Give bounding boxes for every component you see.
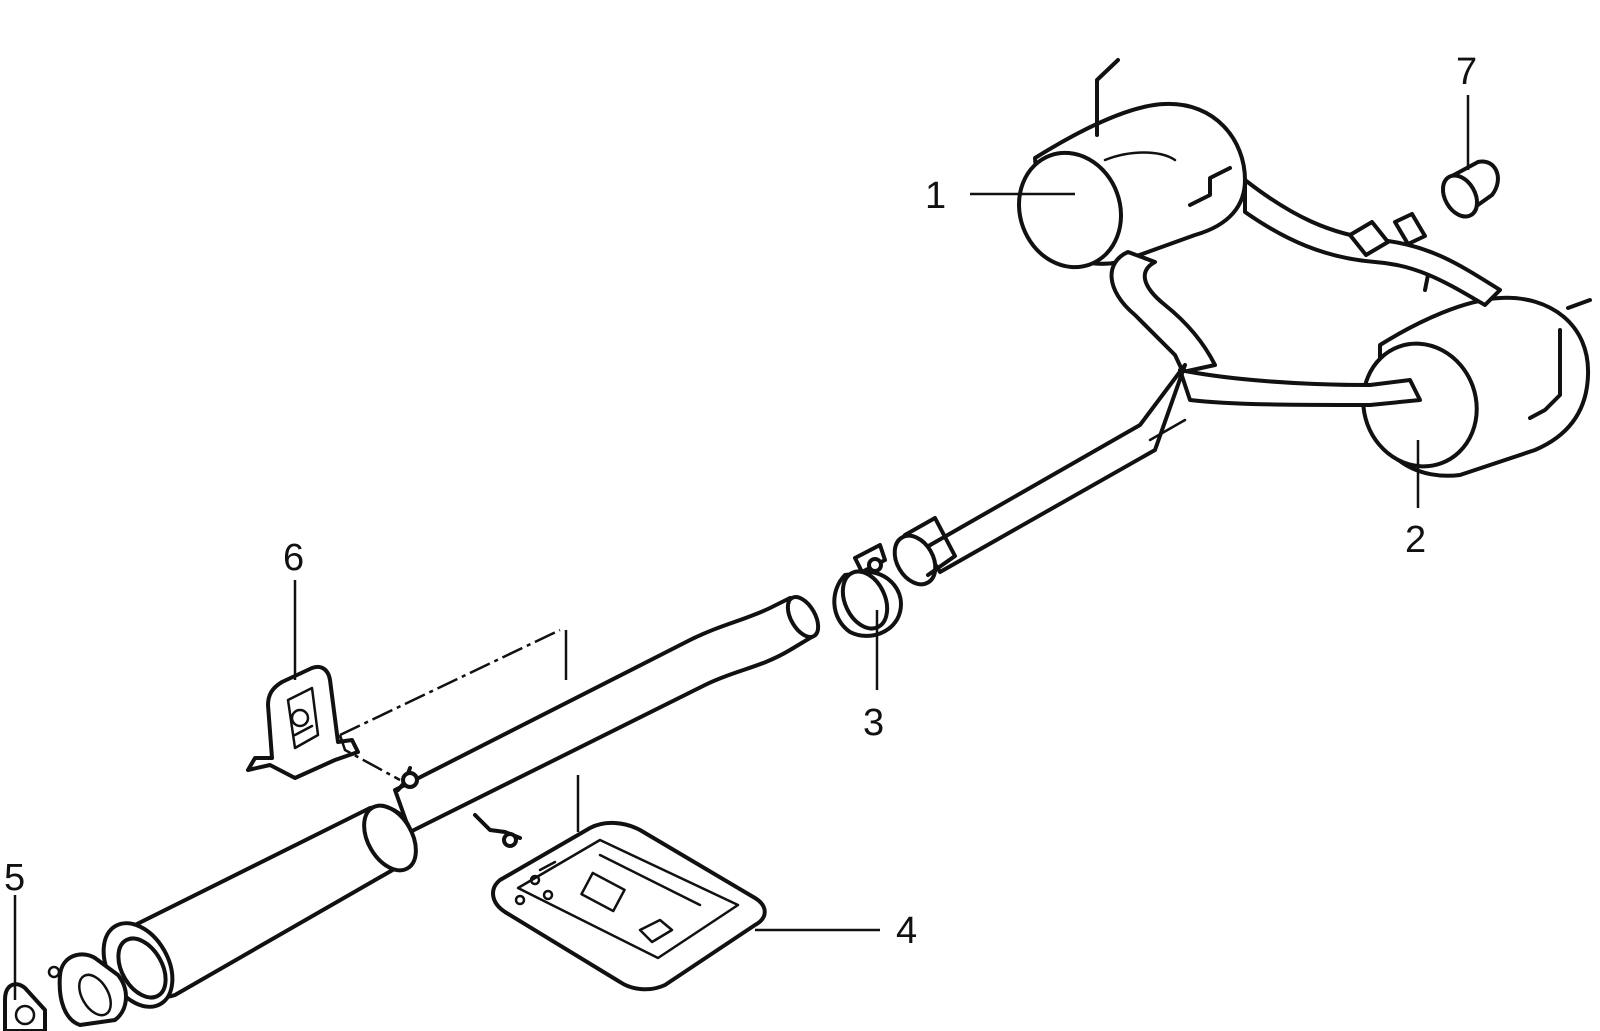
rear-muffler-left (1016, 58, 1247, 270)
callout-7: 7 (1456, 51, 1477, 93)
rear-muffler-assembly (892, 58, 1592, 587)
rear-muffler-right (1361, 295, 1592, 478)
callout-4: 4 (896, 910, 917, 952)
callout-5: 5 (4, 857, 25, 899)
callout-3: 3 (863, 702, 884, 744)
tail-pipe-finisher (1440, 159, 1500, 219)
front-inlet-flange (47, 952, 128, 1027)
callout-6: 6 (283, 537, 304, 579)
heat-shield (491, 821, 767, 992)
callout-2: 2 (1405, 519, 1426, 561)
gasket (3, 982, 47, 1031)
rubber-hanger (246, 664, 360, 780)
assembly-reference-lines (338, 628, 580, 832)
leader-lines (13, 95, 1470, 1000)
callout-numbers: 1 2 3 4 5 6 7 (4, 51, 1477, 952)
callout-1: 1 (925, 175, 946, 217)
front-pipe-and-center-muffler (47, 595, 821, 1027)
intermediate-pipe-inlet-end (892, 516, 957, 587)
pipe-clamp (832, 543, 903, 638)
